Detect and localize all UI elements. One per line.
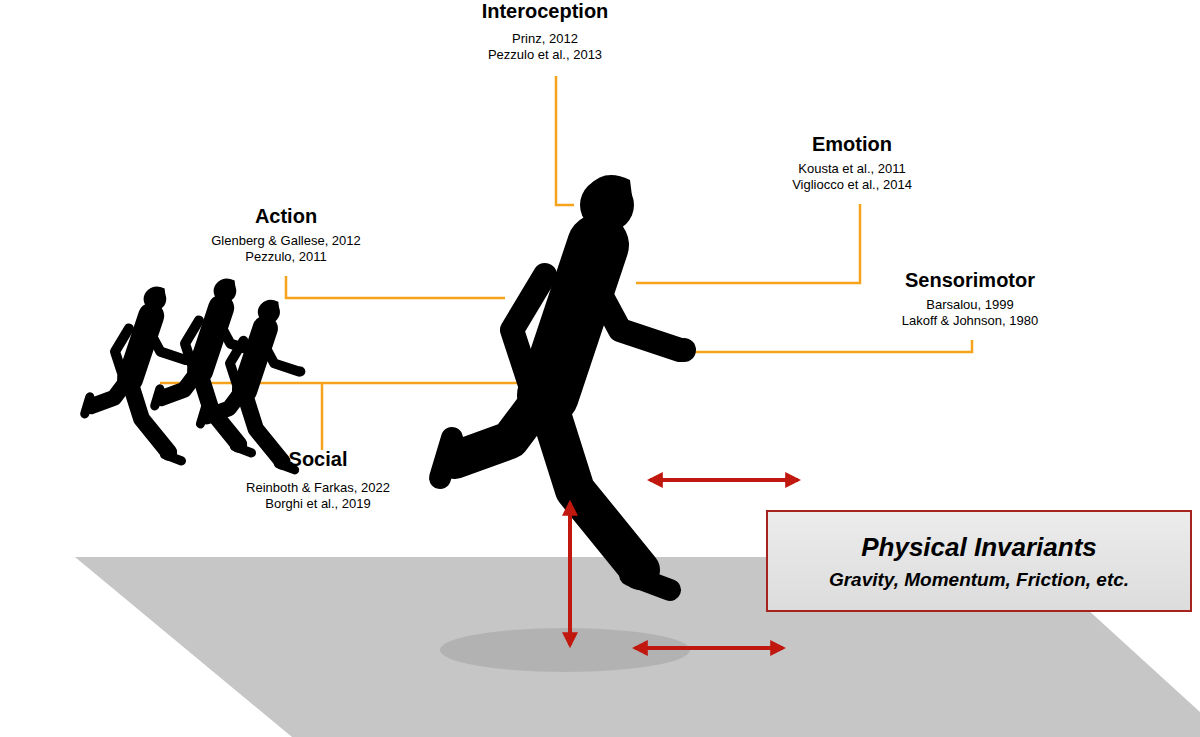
citation: Prinz, 2012 [512,32,578,47]
small-runner [200,300,305,470]
box-heading: Physical Invariants [861,532,1097,563]
citation: Borghi et al., 2019 [265,497,371,512]
box-body: Gravity, Momentum, Friction, etc. [829,569,1129,591]
category-heading: Action [255,205,317,228]
invariants-box: Physical InvariantsGravity, Momentum, Fr… [766,510,1192,612]
category-heading: Interoception [482,0,609,23]
category-heading: Emotion [812,133,892,156]
small-runner [85,287,193,461]
citation: Lakoff & Johnson, 1980 [902,314,1038,329]
citation: Vigliocco et al., 2014 [792,178,912,193]
citation: Barsalou, 1999 [926,298,1013,313]
citation: Glenberg & Gallese, 2012 [211,234,361,249]
citation: Pezzulo, 2011 [245,250,326,265]
force-arrows [570,480,798,648]
category-heading: Sensorimotor [905,269,1035,292]
category-heading: Social [289,448,348,471]
citation: Reinboth & Farkas, 2022 [246,481,390,496]
citation: Kousta et al., 2011 [798,162,905,177]
citation: Pezzulo et al., 2013 [488,48,602,63]
